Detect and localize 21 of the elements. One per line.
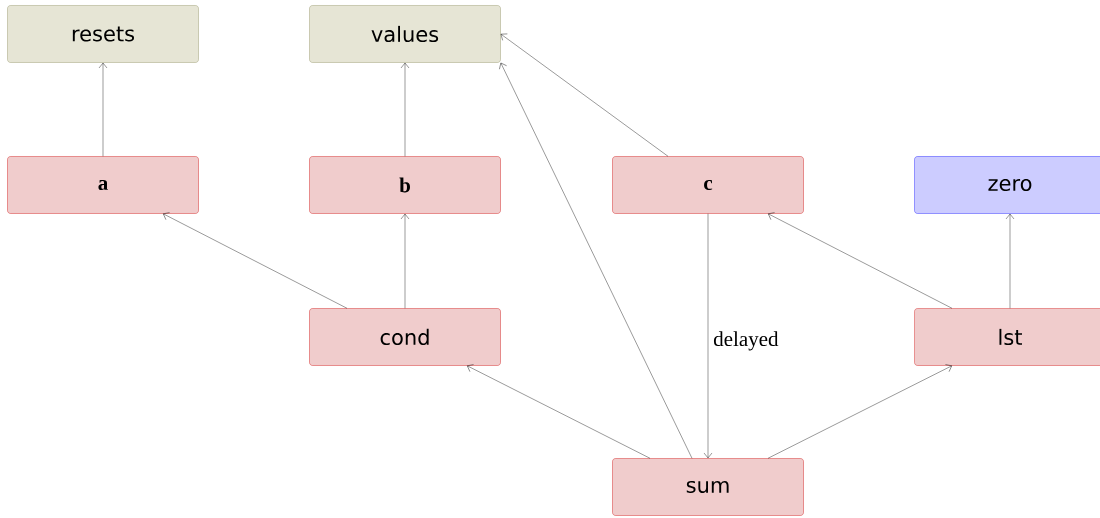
process-box: c <box>612 156 804 214</box>
process-box: resets <box>7 5 199 63</box>
process-box: values <box>309 5 501 63</box>
edge-label: delayed <box>712 330 780 352</box>
arrow <box>163 212 348 309</box>
process-box: a <box>7 156 199 214</box>
process-box: lst <box>914 308 1100 366</box>
arrow <box>768 212 953 309</box>
arrow <box>400 213 410 309</box>
arrow <box>499 62 693 459</box>
process-box: b <box>309 156 501 214</box>
arrow <box>400 62 410 157</box>
process-box: cond <box>309 308 501 366</box>
arrow <box>1005 213 1015 309</box>
arrow <box>467 364 651 459</box>
process-box: zero <box>914 156 1100 214</box>
arrow <box>98 62 108 157</box>
arrow <box>703 213 713 459</box>
arrow <box>767 364 952 459</box>
arrow <box>500 33 669 157</box>
process-box: sum <box>612 458 804 516</box>
